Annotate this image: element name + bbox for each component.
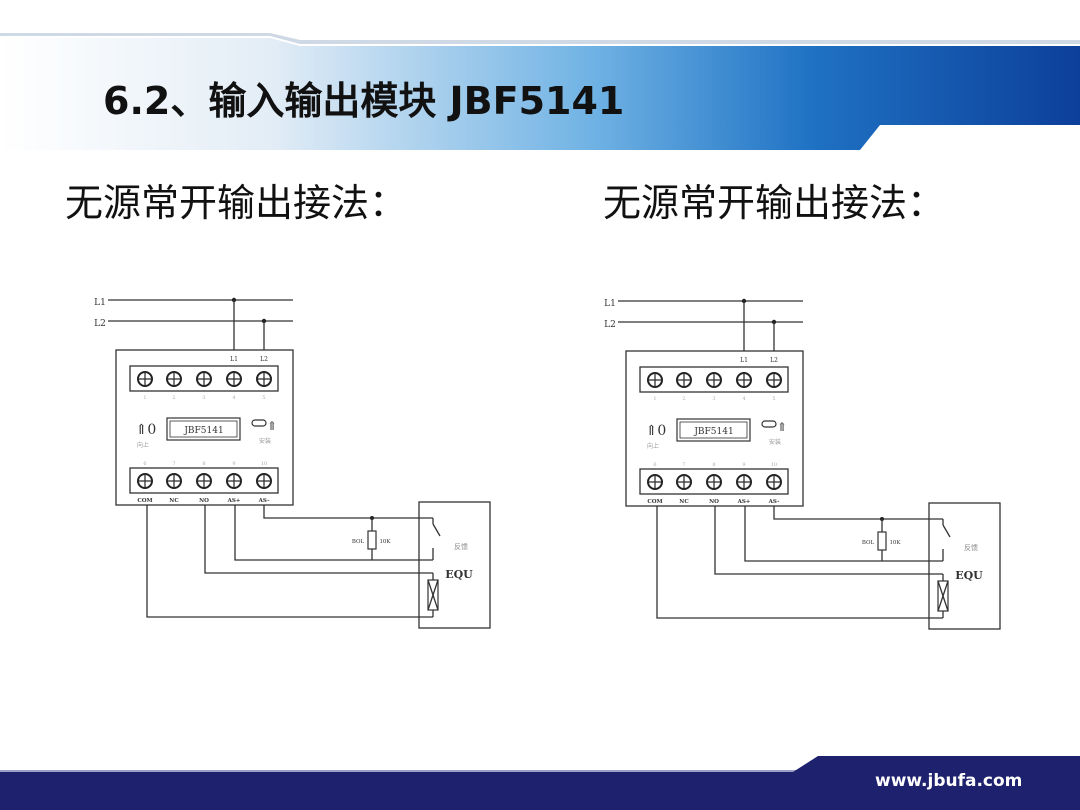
screw-terminal-icon (256, 473, 272, 489)
terminal-number: 7 (682, 462, 685, 468)
footer-band (0, 756, 1080, 810)
terminal-number: 3 (712, 396, 715, 402)
screw-terminal-icon (766, 372, 782, 388)
terminal-number: 8 (202, 461, 205, 467)
equipment-box (928, 502, 1001, 630)
caption-up: 向上 (137, 441, 149, 449)
terminal-number: 2 (682, 396, 685, 402)
terminal-label: NC (169, 498, 179, 504)
module-display-label: JBF5141 (183, 426, 223, 436)
slot-icon (251, 419, 267, 427)
terminal-number: 3 (202, 395, 205, 401)
screw-terminal-icon (647, 372, 663, 388)
terminal-label: L1 (740, 357, 748, 364)
feedback-label: 反馈 (964, 543, 978, 552)
terminal-number: 4 (232, 395, 235, 401)
screw-terminal-icon (706, 474, 722, 490)
terminal-label: NO (709, 499, 719, 505)
resistor-label: BOL (862, 540, 875, 546)
terminal-number: 7 (172, 461, 175, 467)
terminal-number: 10 (771, 462, 777, 468)
screw-terminal-icon (166, 371, 182, 387)
terminal-label: L2 (260, 356, 268, 363)
resistor-label: BOL (352, 539, 365, 545)
resistor (367, 530, 377, 550)
screw-terminal-icon (647, 474, 663, 490)
line-label-l1: L1 (604, 299, 616, 309)
line-label-l2: L2 (94, 319, 106, 329)
terminal-label: AS+ (227, 498, 241, 504)
terminal-number: 8 (712, 462, 715, 468)
up-arrow-icon: ⇑0 (646, 423, 667, 439)
subtitle-right: 无源常开输出接法： (603, 181, 946, 225)
terminal-label: AS- (768, 499, 780, 505)
slot-icon (761, 420, 777, 428)
resistor (877, 531, 887, 551)
screw-terminal-icon (226, 371, 242, 387)
terminal-label: L2 (770, 357, 778, 364)
equipment-box (418, 501, 491, 629)
terminal-number: 5 (262, 395, 265, 401)
terminal-label: NC (679, 499, 689, 505)
resistor-value: 10K (379, 539, 391, 545)
line-label-l1: L1 (94, 298, 106, 308)
footer-url: www.jbufa.com (875, 771, 1023, 791)
equipment-label: EQU (955, 569, 983, 582)
screw-terminal-icon (137, 371, 153, 387)
caption-install: 安装 (259, 437, 271, 445)
screw-terminal-icon (766, 474, 782, 490)
caption-up: 向上 (647, 442, 659, 450)
terminal-number: 1 (143, 395, 146, 401)
up-arrow-icon: ⇑ (777, 420, 787, 434)
up-arrow-icon: ⇑ (267, 419, 277, 433)
terminal-number: 9 (232, 461, 235, 467)
screw-terminal-icon (676, 474, 692, 490)
terminal-number: 4 (742, 396, 745, 402)
feedback-label: 反馈 (454, 542, 468, 551)
resistor-value: 10K (889, 540, 901, 546)
terminal-label: L1 (230, 356, 238, 363)
screw-terminal-icon (226, 473, 242, 489)
screw-terminal-icon (256, 371, 272, 387)
terminal-number: 10 (261, 461, 267, 467)
header-banner (0, 33, 1080, 150)
terminal-number: 2 (172, 395, 175, 401)
screw-terminal-icon (736, 372, 752, 388)
terminal-label: AS+ (737, 499, 751, 505)
terminal-number: 1 (653, 396, 656, 402)
caption-install: 安装 (769, 438, 781, 446)
screw-terminal-icon (166, 473, 182, 489)
terminal-label: AS- (258, 498, 270, 504)
screw-terminal-icon (196, 473, 212, 489)
terminal-label: COM (137, 498, 152, 504)
terminal-label: COM (647, 499, 662, 505)
screw-terminal-icon (706, 372, 722, 388)
line-label-l2: L2 (604, 320, 616, 330)
terminal-number: 6 (653, 462, 656, 468)
terminal-number: 6 (143, 461, 146, 467)
module-display-label: JBF5141 (693, 427, 733, 437)
subtitle-left: 无源常开输出接法： (65, 181, 408, 225)
up-arrow-icon: ⇑0 (136, 422, 157, 438)
screw-terminal-icon (196, 371, 212, 387)
screw-terminal-icon (736, 474, 752, 490)
terminal-number: 5 (772, 396, 775, 402)
equipment-label: EQU (445, 568, 473, 581)
terminal-number: 9 (742, 462, 745, 468)
screw-terminal-icon (137, 473, 153, 489)
screw-terminal-icon (676, 372, 692, 388)
slide-title: 6.2、输入输出模块 JBF5141 (103, 79, 625, 123)
terminal-label: NO (199, 498, 209, 504)
